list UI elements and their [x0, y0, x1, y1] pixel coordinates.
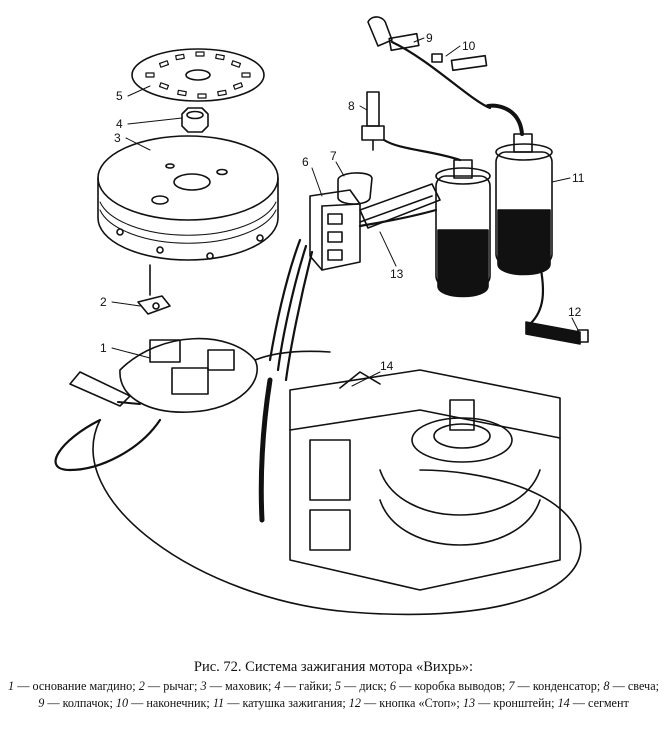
disk-part	[131, 48, 265, 102]
legend-number: 14	[557, 695, 570, 710]
legend-item: 1 — основание магдино;	[8, 679, 139, 693]
base-plate-outline	[69, 371, 582, 616]
legend-text: — наконечник;	[128, 695, 213, 710]
legend-number: 5	[334, 679, 341, 693]
legend-text: — диск;	[340, 679, 390, 693]
stop-button-part	[525, 321, 589, 345]
legend-number: 12	[348, 695, 361, 710]
callout-2: 2	[100, 295, 107, 309]
magneto-base-part	[117, 337, 331, 413]
legend-item: 5 — диск;	[335, 679, 390, 693]
legend-item: 3 — маховик;	[201, 679, 275, 693]
callout-3: 3	[114, 131, 121, 145]
legend-text: — свеча;	[609, 679, 659, 693]
engine-block-part	[289, 369, 561, 591]
caption-legend: 1 — основание магдино; 2 — рычаг; 3 — ма…	[0, 678, 667, 711]
callout-12: 12	[568, 305, 582, 319]
legend-item: 8 — свеча;	[603, 679, 659, 693]
callout-labels: 1 2 3 4 5 6 7 8 9 10 11 12 13 14	[100, 31, 585, 373]
legend-item: 4 — гайки;	[275, 679, 335, 693]
legend-item: 10 — наконечник;	[116, 696, 213, 710]
legend-number: 1	[8, 679, 15, 693]
ignition-system-drawing: 1 2 3 4 5 6 7 8 9 10 11 12 13 14	[54, 16, 589, 616]
legend-number: 6	[389, 679, 396, 693]
cap-part	[367, 16, 420, 52]
legend-text: — коробка выводов;	[396, 679, 509, 693]
callout-leaders	[111, 37, 579, 387]
legend-item: 11 — катушка зажигания;	[213, 696, 349, 710]
callout-9: 9	[426, 31, 433, 45]
terminal-box-part	[309, 189, 361, 271]
legend-item: 14 — сегмент	[558, 696, 629, 710]
callout-10: 10	[462, 39, 476, 53]
legend-number: 11	[212, 695, 225, 710]
callout-1: 1	[100, 341, 107, 355]
legend-number: 4	[274, 679, 281, 693]
callout-5: 5	[116, 89, 123, 103]
capacitor-part	[337, 172, 373, 205]
legend-text: — рычаг;	[144, 679, 201, 693]
legend-number: 2	[138, 679, 145, 693]
legend-item: 7 — конденсатор;	[508, 679, 603, 693]
legend-item: 13 — кронштейн;	[463, 696, 558, 710]
legend-text: — основание магдино;	[14, 679, 139, 693]
legend-text: — сегмент	[569, 695, 629, 710]
callout-4: 4	[116, 117, 123, 131]
legend-number: 13	[462, 695, 476, 710]
legend-number: 7	[508, 679, 515, 693]
callout-11: 11	[572, 171, 585, 185]
ignition-coils-part	[435, 103, 553, 298]
tip-part	[431, 53, 488, 72]
callout-8: 8	[348, 99, 355, 113]
legend-text: — маховик;	[206, 679, 275, 693]
legend-number: 3	[200, 679, 207, 693]
caption-title: Рис. 72. Система зажигания мотора «Вихрь…	[193, 659, 474, 675]
nut-part	[181, 107, 209, 133]
legend-number: 8	[603, 679, 610, 693]
bracket-part	[359, 183, 441, 229]
callout-14: 14	[380, 359, 394, 373]
legend-number: 10	[115, 695, 129, 710]
legend-text: — кнопка «Стоп»;	[360, 695, 463, 710]
callout-13: 13	[390, 267, 404, 281]
legend-text: — катушка зажигания;	[224, 695, 349, 710]
spark-plug-part	[361, 91, 385, 151]
legend-item: 6 — коробка выводов;	[390, 679, 508, 693]
legend-text: — кронштейн;	[475, 695, 558, 710]
legend-number: 9	[38, 695, 45, 710]
legend-item: 12 — кнопка «Стоп»;	[349, 696, 463, 710]
legend-text: — колпачок;	[44, 695, 116, 710]
lever-part	[137, 264, 171, 315]
figure-caption: Рис. 72. Система зажигания мотора «Вихрь…	[0, 658, 667, 711]
legend-text: — гайки;	[280, 679, 335, 693]
legend-item: 2 — рычаг;	[139, 679, 201, 693]
flywheel-part	[97, 135, 279, 261]
callout-6: 6	[302, 155, 309, 169]
callout-7: 7	[330, 149, 337, 163]
wiring	[54, 40, 545, 523]
legend-item: 9 — колпачок;	[38, 696, 116, 710]
legend-text: — конденсатор;	[514, 679, 604, 693]
